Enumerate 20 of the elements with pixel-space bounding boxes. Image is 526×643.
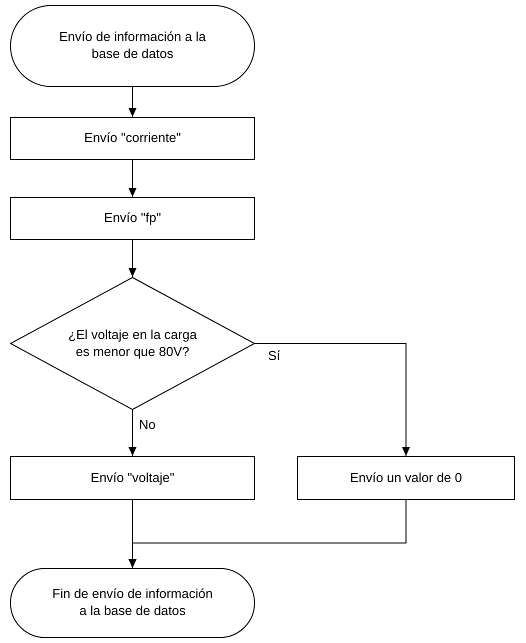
node-text: Envío de información a la base de datos [58,29,207,63]
process-box [10,197,255,240]
arrow [128,86,136,118]
node-text: Envío "voltaje" [90,470,174,486]
edge-label: Sí [268,349,280,362]
arrow [128,500,406,568]
node-text: Envío un valor de 0 [350,470,462,486]
process-box [10,456,255,500]
node-text: Envío "fp" [104,210,161,227]
process-box [10,117,255,160]
arrow [128,240,136,278]
arrow [128,410,136,456]
node-text: ¿El voltaje en la carga es menor que 80V? [68,326,198,360]
arrow [128,160,136,198]
arrow [254,343,410,456]
process-box [297,456,515,500]
node-text: Envío "corriente" [84,130,181,147]
node-text: Fin de envío de información a la base de datos [51,586,214,620]
decision-diamond [10,277,255,410]
edge-label: No [139,418,156,431]
